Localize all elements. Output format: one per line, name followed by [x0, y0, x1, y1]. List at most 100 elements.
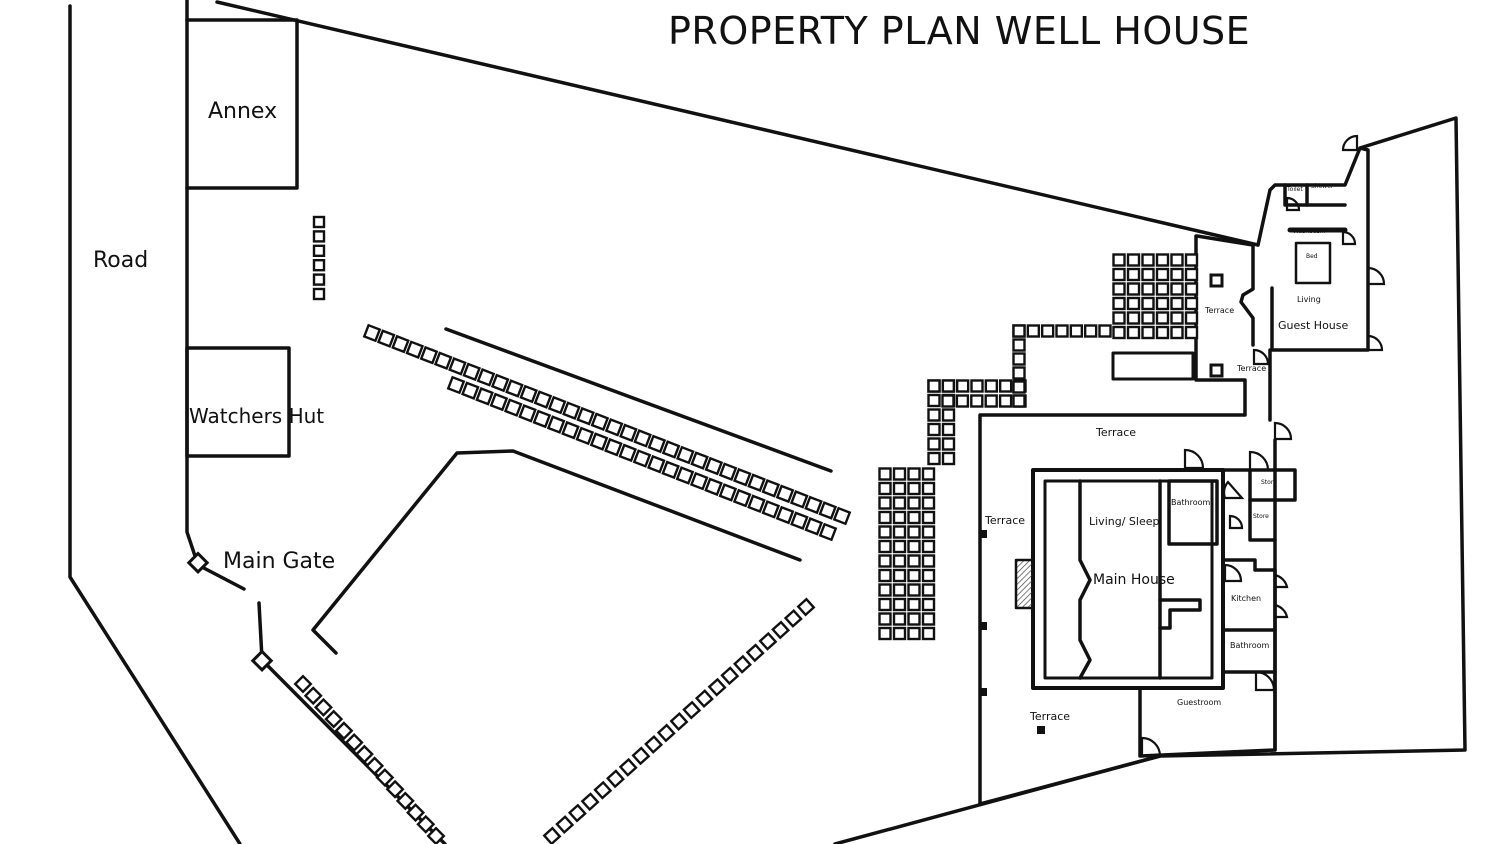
- paving-tile: [406, 803, 426, 823]
- door-kitchen-east: [1273, 573, 1289, 589]
- paving-tile: [771, 620, 791, 640]
- paving-tile: [907, 539, 921, 554]
- property-boundary-north: [215, 0, 1260, 247]
- paving-tile: [878, 496, 892, 510]
- paving-tile: [344, 732, 364, 752]
- paving-tile: [878, 612, 892, 626]
- main-gate-wall-upper: [198, 564, 246, 591]
- paving-tile: [631, 746, 651, 766]
- door-guest-east: [1366, 266, 1386, 286]
- gate-post-upper: [186, 551, 210, 575]
- paving-tile: [575, 426, 595, 446]
- paving-tile: [324, 709, 344, 729]
- paving-tile: [376, 329, 396, 348]
- paving-tile: [941, 422, 956, 437]
- paving-tile: [1126, 267, 1141, 282]
- paving-tile: [892, 496, 907, 510]
- paving-tile: [718, 483, 738, 502]
- paving-tile: [354, 744, 374, 764]
- paving-tile: [892, 554, 907, 568]
- paving-tile: [391, 334, 410, 354]
- paving-tile: [312, 273, 326, 286]
- paving-tile: [878, 626, 892, 641]
- paving-tile: [892, 583, 907, 597]
- paving-tile: [878, 597, 892, 612]
- plan-title: PROPERTY PLAN WELL HOUSE: [668, 9, 1251, 53]
- paving-tile: [907, 467, 921, 481]
- paving-tile: [448, 356, 467, 376]
- paving-tile: [1141, 296, 1155, 311]
- paving-tile: [689, 471, 709, 491]
- kitchen-enclosure: [1221, 558, 1277, 632]
- door-guest-north: [1341, 134, 1359, 152]
- paving-tile: [503, 398, 523, 417]
- paving-tile: [758, 631, 778, 651]
- paving-tile: [1112, 267, 1126, 282]
- paving-tile: [927, 451, 941, 466]
- paving-tile: [604, 437, 623, 457]
- terrace-post: [1209, 363, 1224, 378]
- paving-tile: [818, 522, 838, 542]
- paving-tile: [419, 345, 439, 365]
- paving-tile: [476, 368, 496, 387]
- paving-tile: [1184, 253, 1199, 267]
- paving-tile: [720, 666, 740, 686]
- paving-tile: [878, 583, 892, 597]
- paving-tile: [718, 462, 738, 481]
- paving-tile: [878, 568, 892, 583]
- paving-tile: [984, 394, 998, 408]
- paving-tile: [546, 415, 566, 434]
- paving-tile: [312, 215, 326, 229]
- terrace-left-label: Terrace: [985, 514, 1026, 527]
- guest-house-label: Guest House: [1278, 319, 1349, 332]
- paving-tile: [312, 287, 326, 301]
- bathroom-lower-walls: [1221, 628, 1277, 674]
- paving-tile: [1155, 325, 1170, 340]
- paving-tile: [921, 583, 936, 597]
- paving-tile: [334, 721, 354, 741]
- paving-tile: [644, 734, 664, 754]
- paving-tile: [690, 451, 709, 470]
- paving-tile: [878, 525, 892, 539]
- paving-tile: [1184, 267, 1199, 282]
- paving-tile: [519, 384, 538, 404]
- terrace-guest-lower-label: Terrace: [1237, 364, 1267, 373]
- door-store-lower: [1228, 514, 1244, 530]
- paving-tile: [927, 379, 941, 393]
- kitchen-walls: [1221, 468, 1297, 502]
- paving-tile: [921, 626, 936, 641]
- paving-tile: [362, 323, 382, 343]
- paving-tile: [590, 412, 610, 432]
- property-boundary-west: [185, 0, 199, 564]
- main-gate-wall-lower: [257, 601, 264, 661]
- paving-tile: [1170, 282, 1184, 296]
- kitchen-label: Kitchen: [1231, 594, 1262, 603]
- paving-tile: [1184, 311, 1199, 325]
- guest-bed: [1294, 241, 1332, 285]
- paving-tile: [547, 395, 567, 415]
- paving-tile: [1012, 394, 1026, 408]
- paving-tile: [1026, 324, 1041, 338]
- paving-tile: [892, 467, 907, 481]
- paving-tile: [433, 351, 453, 371]
- paving-tile: [1155, 282, 1170, 296]
- paving-tile: [461, 381, 480, 400]
- door-kitchen: [1222, 480, 1245, 500]
- paving-tile: [1126, 296, 1141, 311]
- paving-tile: [1141, 282, 1155, 296]
- post-marker: [981, 530, 987, 538]
- paving-tile: [921, 496, 936, 510]
- paving-tile: [490, 373, 510, 393]
- paving-tile: [707, 677, 727, 697]
- paving-tile: [927, 408, 941, 422]
- paving-tile: [619, 423, 638, 443]
- paving-tile: [365, 756, 385, 776]
- washbasin-label: Washbasin: [1293, 228, 1326, 235]
- paving-tile: [878, 539, 892, 554]
- paving-tile: [921, 467, 936, 481]
- paving-tile: [747, 494, 766, 514]
- paving-tile: [921, 481, 936, 496]
- watchers-hut-label: Watchers Hut: [189, 404, 325, 428]
- paving-tile: [878, 467, 892, 481]
- paving-tile: [1155, 296, 1170, 311]
